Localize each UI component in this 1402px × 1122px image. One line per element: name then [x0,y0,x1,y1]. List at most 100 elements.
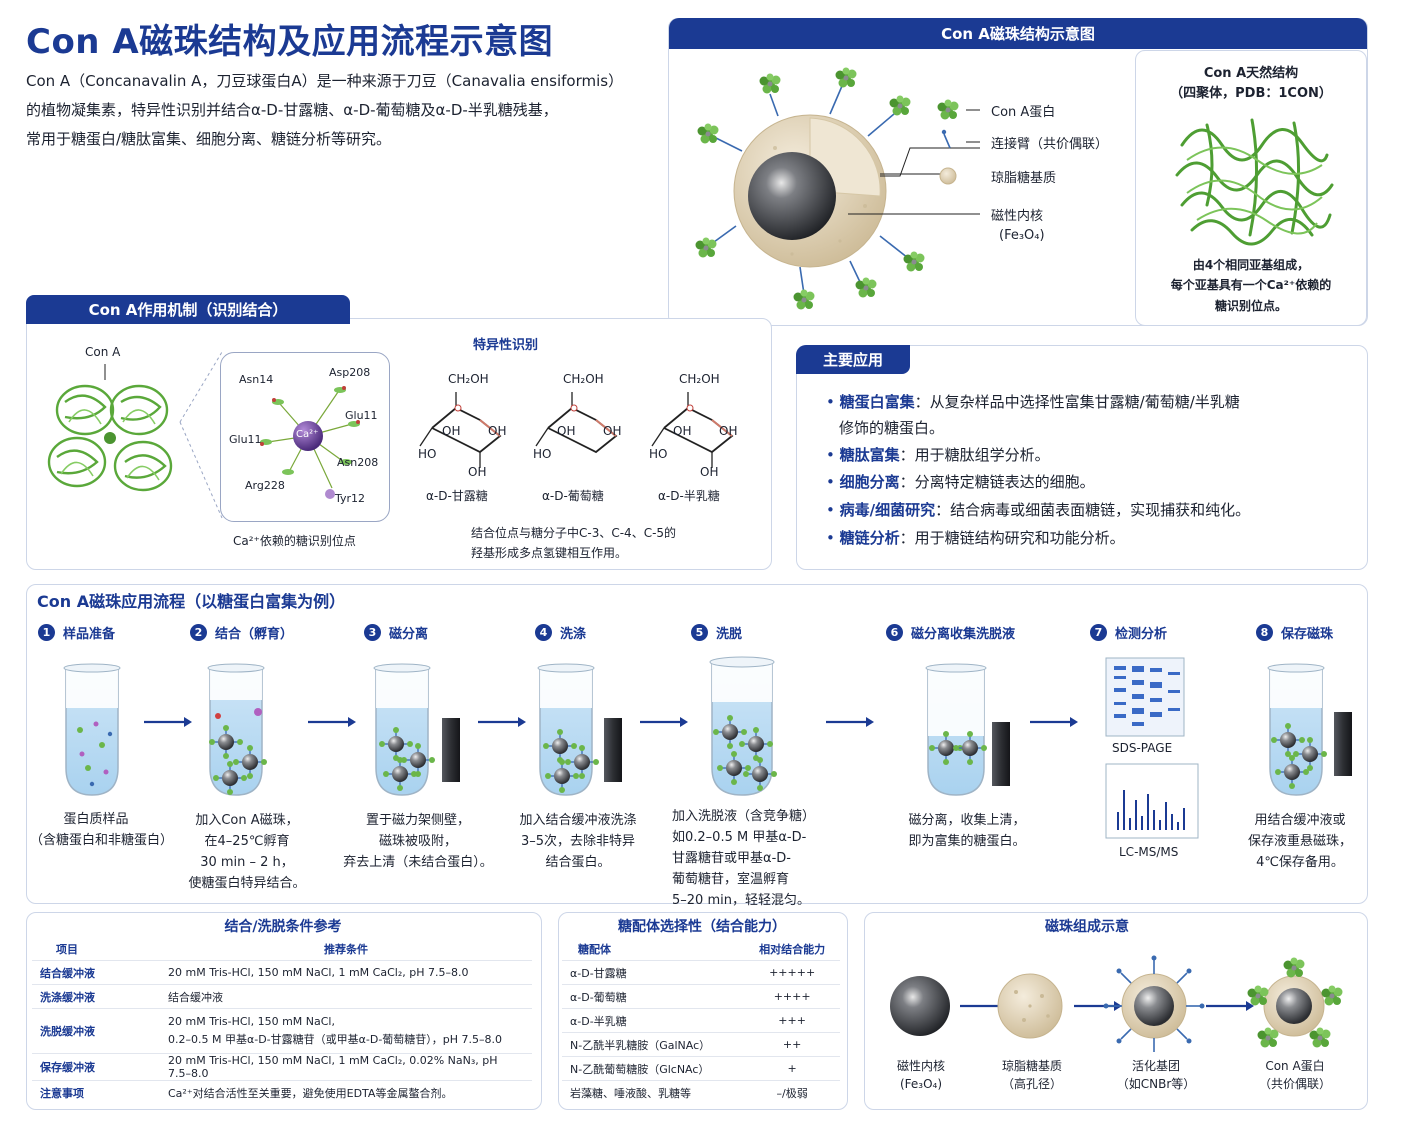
legend-core-formula: (Fe₃O₄) [999,228,1045,243]
legend-protein-label: Con A蛋白 [991,105,1056,120]
magnet-6 [992,722,1010,786]
page-title: Con A磁珠结构及应用流程示意图 [26,22,554,62]
app-item-1: • 糖蛋白富集：从复杂样品中选择性富集甘露糖/葡萄糖/半乳糖 [826,393,1240,411]
comp-matrix-label: 琼脂糖基质（高孔径） [1001,1059,1062,1091]
app-item-3: • 细胞分离：分离特定糖链表达的细胞。 [826,473,1095,491]
table-row: 岩藻糖、唾液酸、乳糖等–/极弱 [570,1086,808,1100]
ligand-title: 糖配体选择性（结合能力） [618,919,786,935]
native-desc-2: 每个亚基具有一个Ca²⁺依赖的 [1170,278,1332,292]
residue-asn208: Asn208 [337,456,379,469]
legend-protein-icon [937,99,959,120]
workflow-illustration [63,656,1352,839]
residue-glu11-right: Glu11 [345,409,378,422]
calcium-ion [293,421,323,451]
intro-line-1: Con A（Concanavalin A，刀豆球蛋白A）是一种来源于刀豆（Can… [26,72,624,90]
intro-line-3: 常用于糖蛋白/糖肽富集、细胞分离、糖链分析等研究。 [26,130,392,148]
comp-activated [1103,955,1205,1052]
sugar3-oh-bottom: OH [700,465,719,479]
applications-panel-title: 主要应用 [796,345,910,374]
sugar-ring-glucose [535,392,618,454]
comp-activated-label: 活化基团（如CNBr等） [1116,1059,1196,1091]
mechanism-panel-title: Con A作用机制（识别结合） [26,295,350,324]
sugar1-oh-mid: OH [442,424,461,438]
tube-3 [373,663,460,796]
sugar1-name: α-D-甘露糖 [426,489,488,503]
step-6-desc: 磁分离，收集上清，即为富集的糖蛋白。 [908,813,1026,849]
binding-site-diagram [260,386,360,499]
table-row: α-D-甘露糖+++++ [562,960,840,985]
cona-flower-structure [47,364,173,492]
sugar2-name: α-D-葡萄糖 [542,489,604,503]
sugar1-ch2oh: CH₂OH [448,372,489,386]
residue-tyr12: Tyr12 [335,492,366,505]
tube-8 [1267,663,1352,796]
workflow-title: Con A磁珠应用流程（以糖蛋白富集为例） [37,592,346,611]
tube-5 [709,656,778,796]
legend-linker-icon [941,129,951,149]
residue-arg228: Arg228 [245,479,285,492]
sugar2-ch2oh: CH₂OH [563,372,604,386]
comp-cona-label: Con A蛋白（共价偶联） [1258,1059,1331,1091]
callout-lines [179,351,223,519]
magnet-3 [442,718,460,782]
step-5-desc: 加入洗脱液（含竞争糖）如0.2–0.5 M 甲基α-D-甘露糖苷或甲基α-D-葡… [672,809,816,908]
sugar2-oh-mid: OH [557,424,576,438]
sugar3-ho-left: HO [649,447,668,461]
tube-6 [925,663,1010,796]
step-1-desc: 蛋白质样品（含糖蛋白和非糖蛋白） [30,812,174,848]
step-8-desc: 用结合缓冲液或保存液重悬磁珠，4℃保存备用。 [1247,813,1352,870]
sugar1-oh-bottom: OH [468,465,487,479]
legend-core-label: 磁性内核 [991,209,1044,224]
app-item-4: • 病毒/细菌研究：结合病毒或细菌表面糖链，实现捕获和纯化。 [826,501,1251,519]
comp-core [890,976,950,1036]
sugar1-ho-left: HO [418,447,437,461]
app-item-5: • 糖链分析：用于糖链结构研究和功能分析。 [826,529,1125,547]
legend-matrix-label: 琼脂糖基质 [991,171,1057,186]
sds-page-gel [1105,657,1185,737]
composition-diagram [890,955,1343,1052]
lc-ms-label: LC-MS/MS [1119,845,1179,859]
sugar3-oh-right: OH [719,424,738,438]
comp-matrix [997,973,1063,1039]
table-header-row: 糖配体相对结合能力 [562,937,840,961]
binding-site-box [220,352,390,522]
legend-linker-label: 连接臂（共价偶联） [991,137,1109,152]
step-3-desc: 置于磁力架侧壁，磁珠被吸附，弃去上清（未结合蛋白）。 [343,813,493,870]
sugar3-oh-mid: OH [673,424,692,438]
lc-ms-spectrum [1105,763,1199,839]
applications-panel [796,345,1368,570]
magnet-4 [604,718,622,782]
tube-4 [537,663,622,796]
table-row: 洗涤缓冲液结合缓冲液 [32,984,532,1009]
bead-structure-diagram [695,67,980,310]
comp-cona-bead [1247,957,1343,1048]
magnet-8 [1334,712,1352,776]
binding-note-1: 结合位点与糖分子中C-3、C-4、C-5的 [471,526,677,540]
magnetic-core [748,152,836,240]
residue-glu11-left: Glu11 [229,433,262,446]
sugar-ring-galactose [651,392,734,468]
sugar2-ho-left: HO [533,447,552,461]
tube-1 [63,663,121,796]
comp-core-label: 磁性内核(Fe₃O₄) [896,1059,945,1091]
calcium-label: Ca²⁺ [296,429,319,440]
cona-label: Con A [85,345,121,359]
sugar3-name: α-D-半乳糖 [658,489,720,503]
specific-recognition-title: 特异性识别 [473,338,539,353]
table-row: N-乙酰葡萄糖胺（GlcNAc）+ [562,1056,840,1081]
table-row: α-D-半乳糖+++ [562,1008,840,1033]
sugar-ring-mannose [419,392,502,468]
intro-line-2: 的植物凝集素，特异性识别并结合α-D-甘露糖、α-D-葡萄糖及α-D-半乳糖残基… [26,101,558,119]
sugar3-ch2oh: CH₂OH [679,372,720,386]
